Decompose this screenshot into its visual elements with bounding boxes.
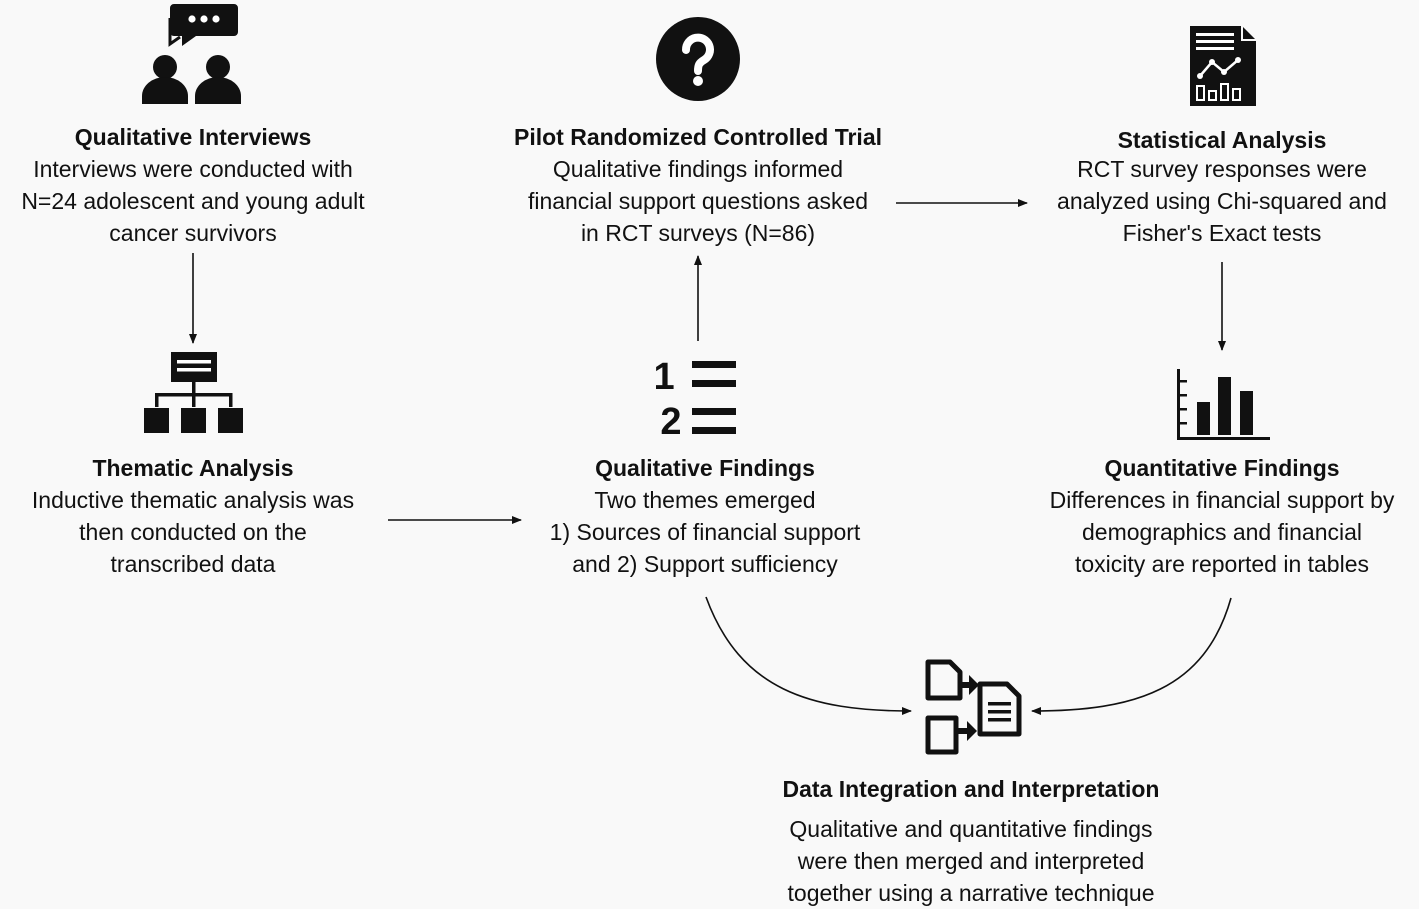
desc-line: demographics and financial: [1081, 519, 1362, 545]
desc-line: cancer survivors: [109, 220, 277, 246]
desc-line: in RCT surveys (N=86): [580, 220, 816, 246]
desc-line: N=24 adolescent and young adult: [21, 188, 365, 214]
node-description: RCT survey responses were analyzed using…: [1032, 153, 1412, 249]
desc-line: analyzed using Chi-squared and: [1057, 188, 1387, 214]
desc-line: Two themes emerged: [594, 487, 816, 513]
report-chart-icon: [1190, 26, 1256, 106]
question-mark-icon: [656, 17, 740, 101]
arrow-quant-findings-to-integration: [1031, 597, 1232, 715]
desc-line: 1) Sources of financial support: [549, 519, 861, 545]
desc-line: then conducted on the: [79, 519, 307, 545]
node-title: Statistical Analysis: [1117, 127, 1327, 153]
node-title: Qualitative Findings: [595, 455, 815, 481]
desc-line: and 2) Support sufficiency: [572, 551, 838, 577]
desc-line: financial support questions asked: [527, 188, 869, 214]
node-qualitative-findings: Qualitative Findings Two themes emerged …: [519, 452, 891, 580]
node-title: Pilot Randomized Controlled Trial: [513, 124, 883, 150]
node-qualitative-interviews: Qualitative Interviews Interviews were c…: [0, 121, 386, 249]
bar-chart-icon: [1177, 369, 1270, 440]
people-chat-icon: [142, 4, 241, 104]
arrow-qual-findings-to-integration: [705, 596, 912, 715]
desc-line: Qualitative and quantitative findings: [789, 816, 1153, 842]
list-number-1: 1: [656, 356, 675, 398]
hierarchy-icon: [144, 352, 243, 433]
node-description: Interviews were conducted with N=24 adol…: [0, 153, 386, 249]
desc-line: Differences in financial support by: [1049, 487, 1395, 513]
merge-documents-icon: [925, 659, 1022, 755]
node-statistical-analysis: Statistical Analysis RCT survey response…: [1032, 124, 1412, 249]
node-description: Two themes emerged 1) Sources of financi…: [519, 484, 891, 580]
node-thematic-analysis: Thematic Analysis Inductive thematic ana…: [0, 452, 386, 580]
node-description: Qualitative findings informed financial …: [488, 153, 908, 249]
node-data-integration: Data Integration and Interpretation Qual…: [756, 773, 1186, 909]
node-description: Differences in financial support by demo…: [1026, 484, 1418, 580]
desc-line: Interviews were conducted with: [33, 156, 353, 182]
node-title: Data Integration and Interpretation: [782, 776, 1160, 802]
desc-line: transcribed data: [110, 551, 276, 577]
node-quantitative-findings: Quantitative Findings Differences in fin…: [1026, 452, 1418, 580]
desc-line: RCT survey responses were: [1077, 156, 1367, 182]
desc-line: Fisher's Exact tests: [1122, 220, 1322, 246]
list-number-2: 2: [660, 401, 681, 440]
node-description: Inductive thematic analysis was then con…: [0, 484, 386, 580]
node-title: Quantitative Findings: [1104, 455, 1340, 481]
node-description: Qualitative and quantitative findings we…: [756, 813, 1186, 909]
desc-line: Inductive thematic analysis was: [31, 487, 355, 513]
numbered-list-icon: 1 2: [656, 356, 736, 440]
desc-line: toxicity are reported in tables: [1074, 551, 1370, 577]
node-pilot-rct: Pilot Randomized Controlled Trial Qualit…: [488, 121, 908, 249]
node-title: Thematic Analysis: [92, 455, 294, 481]
node-title: Qualitative Interviews: [74, 124, 312, 150]
desc-line: Qualitative findings informed: [552, 156, 844, 182]
desc-line: together using a narrative technique: [787, 880, 1155, 906]
desc-line: were then merged and interpreted: [797, 848, 1145, 874]
